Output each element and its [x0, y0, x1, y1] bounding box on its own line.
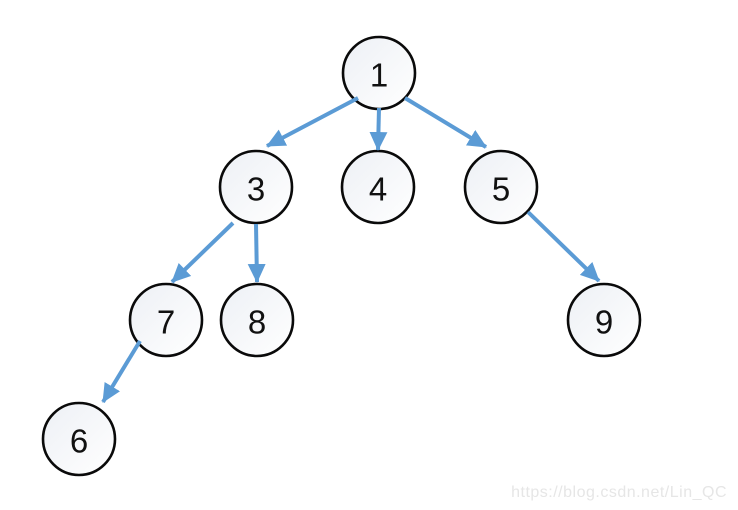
node-circle-3: [218, 149, 294, 225]
node-label-7: 7: [157, 303, 175, 340]
node-label-8: 8: [248, 303, 266, 340]
node-circle-8: [219, 282, 295, 358]
edge-3-7: [170, 221, 235, 284]
node-label-3: 3: [247, 170, 265, 207]
node-label-6: 6: [70, 422, 88, 459]
node-circle-4: [340, 149, 416, 225]
edge-1-3: [266, 96, 359, 148]
node-circle-6: [41, 401, 117, 477]
watermark-text: https://blog.csdn.net/Lin_QC: [511, 484, 727, 501]
node-circle-5: [463, 149, 539, 225]
node-circle-9: [566, 282, 642, 358]
edge-1-4: [369, 107, 388, 151]
edge-3-8: [247, 223, 266, 283]
node-label-5: 5: [492, 170, 510, 207]
tree-node-6: 6: [41, 401, 117, 477]
tree-node-7: 7: [128, 282, 204, 358]
tree-node-9: 9: [566, 282, 642, 358]
node-label-1: 1: [370, 56, 388, 93]
node-label-9: 9: [595, 303, 613, 340]
tree-node-4: 4: [340, 149, 416, 225]
node-circle-7: [128, 282, 204, 358]
tree-node-8: 8: [219, 282, 295, 358]
tree-node-5: 5: [463, 149, 539, 225]
tree-node-1: 1: [341, 35, 417, 111]
edge-7-6: [101, 339, 142, 404]
tree-node-3: 3: [218, 149, 294, 225]
edge-5-9: [526, 210, 601, 283]
node-label-4: 4: [369, 170, 387, 207]
edge-1-5: [403, 96, 488, 149]
